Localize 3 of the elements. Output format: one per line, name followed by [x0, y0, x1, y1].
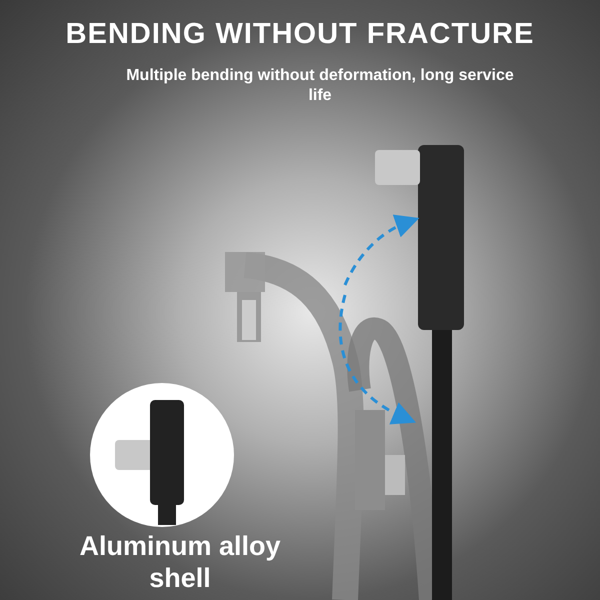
heading: BENDING WITHOUT FRACTURE: [64, 18, 536, 51]
inset-caption: Aluminum alloy shell: [78, 530, 282, 594]
subheading: Multiple bending without deformation, long service life: [125, 66, 515, 106]
